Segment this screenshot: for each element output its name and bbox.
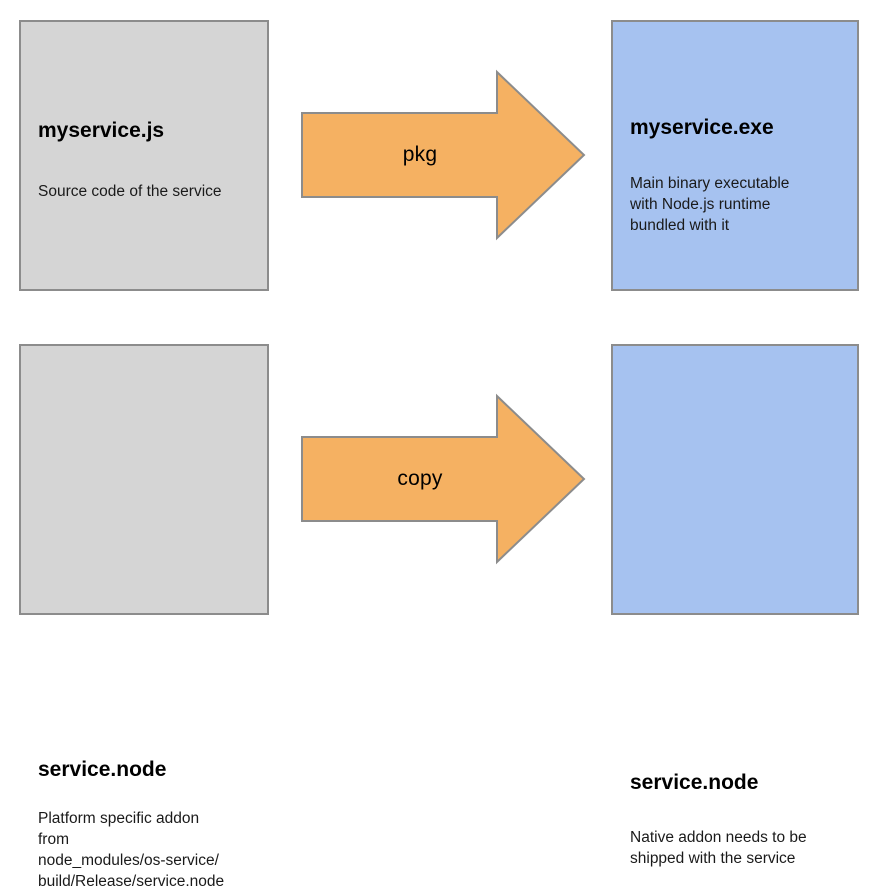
source-addon-box: service.node Platform specific addon fro…: [19, 344, 269, 890]
right-arrow-icon: [301, 69, 586, 241]
diagram-canvas: myservice.js Source code of the service …: [19, 20, 859, 890]
output-exe-box: myservice.exe Main binary executable wit…: [611, 20, 859, 291]
output-exe-description: Main binary executable with Node.js runt…: [630, 175, 790, 234]
pkg-arrow-label: pkg: [402, 143, 438, 166]
output-addon-description: Native addon needs to be shipped with th…: [630, 829, 807, 867]
output-exe-title: myservice.exe: [630, 116, 774, 139]
output-addon-title: service.node: [630, 771, 759, 794]
source-js-description: Source code of the service: [38, 183, 222, 200]
output-addon-box: service.node Native addon needs to be sh…: [611, 344, 859, 867]
source-addon-title: service.node: [38, 758, 167, 781]
source-js-title: myservice.js: [38, 119, 165, 142]
copy-arrow: copy: [300, 393, 586, 565]
pkg-arrow: pkg: [300, 69, 586, 241]
right-arrow-icon: [301, 393, 586, 565]
copy-arrow-label: copy: [397, 467, 443, 490]
source-addon-description: Platform specific addon from node_module…: [38, 810, 225, 890]
source-js-box: myservice.js Source code of the service: [19, 20, 269, 291]
